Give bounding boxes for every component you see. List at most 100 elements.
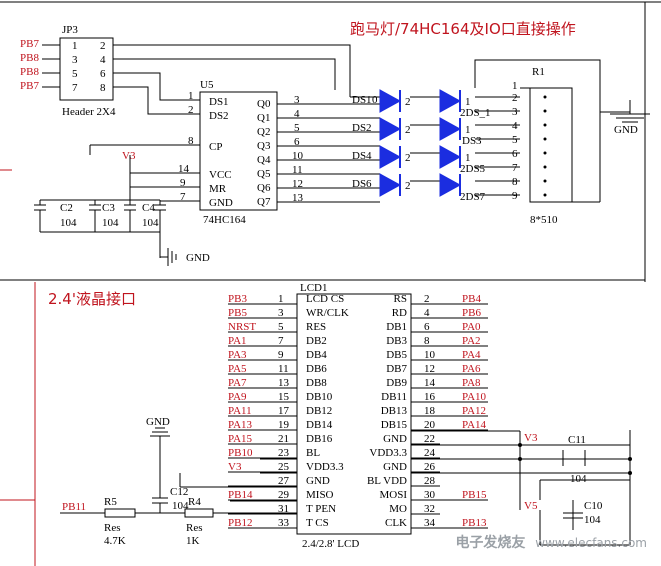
gnd-bottom-label: GND [146,416,170,428]
lcd-right-pin-name: DB11 [381,391,407,403]
u5-out-num: 10 [292,150,303,162]
u5-out-name: Q5 [257,168,271,180]
lcd-left-pin-num: 13 [278,377,289,389]
lcd-right-pin-name: RD [391,307,407,319]
lcd-right-pin-name: GND [383,461,407,473]
led-pin: 2 [405,124,411,136]
jp3-header-body [59,37,114,101]
lcd-right-pin-num: 22 [424,433,435,445]
u5-out-name: Q2 [257,126,271,138]
lcd-right-pin-num: 18 [424,405,435,417]
c11-value: 104 [570,473,587,485]
lcd-left-pin-name: DB12 [306,405,333,417]
r1-pin: 5 [512,134,518,146]
lcd1-name: 2.4/2.8' LCD [302,538,360,550]
u5-ref: U5 [200,79,214,91]
lcd-left-pin-num: 15 [278,391,289,403]
r1-ref: R1 [532,66,545,78]
r5-name: Res [104,522,121,534]
lcd-left-pin-name: RES [306,321,327,333]
lcd-right-pin-name: DB9 [386,377,407,389]
lcd-right-net: PA0 [462,321,481,333]
lcd-left-net: PA9 [228,391,247,403]
v5-label: V5 [524,500,538,512]
jp3-pin-8: 8 [100,82,106,94]
c3-value: 104 [102,217,119,229]
r1-pin: 4 [512,120,518,132]
lcd-left-net: NRST [228,321,257,333]
lcd-left-pin-num: 11 [278,363,289,375]
lcd-left-pin-name: DB16 [306,433,333,445]
lcd-left-pin-num: 31 [278,503,289,515]
u5-pin-num: 1 [188,90,194,102]
led-label: DS2 [352,122,372,134]
u5-pin-num: 14 [178,163,189,175]
lcd-left-pin-num: 19 [278,419,289,431]
lcd-left-net: PA11 [228,405,252,417]
r4-value: 1K [186,535,200,547]
lcd-left-pin-num: 21 [278,433,289,445]
r4-resistor [184,508,214,518]
lcd-left-pin-num: 5 [278,321,284,333]
lcd-left-pin-num: 29 [278,489,289,501]
u5-out-num: 5 [294,122,300,134]
lcd-right-net: PB13 [462,517,487,529]
jp3-pin-3: 3 [72,54,78,66]
lcd-right-pin-num: 16 [424,391,435,403]
u5-out-num: 11 [292,164,303,176]
lcd-right-pin-name: BL VDD [366,475,407,487]
lcd-right-pin-num: 20 [424,419,435,431]
led-pin: 2 [405,96,411,108]
lcd-right-pin-name: DB7 [386,363,407,375]
watermark-url: www.elecfans.com [535,536,647,550]
lcd-left-net: PA3 [228,349,247,361]
lcd-left-net: PA5 [228,363,247,375]
r1-gnd: GND [614,124,638,136]
r4-ref: R4 [188,496,201,508]
lcd-left-pin-num: 1 [278,293,284,305]
lcd-left-pin-num: 17 [278,405,289,417]
u5-out-name: Q3 [257,140,271,152]
lcd-left-pin-name: DB10 [306,391,333,403]
lcd-right-net: PA4 [462,349,481,361]
lcd-left-net: PA13 [228,419,253,431]
lcd-left-pin-num: 23 [278,447,289,459]
lcd-left-pin-name: DB4 [306,349,327,361]
r1-pin: 3 [512,106,518,118]
r1-pin: 9 [512,190,518,202]
lcd-left-pin-num: 9 [278,349,284,361]
jp3-pin-4: 4 [100,54,106,66]
led-label: 0 [372,94,378,106]
lcd-right-net: PA10 [462,391,487,403]
lcd-left-pin-num: 33 [278,517,289,529]
jp3-pin-6: 6 [100,68,106,80]
r5-ref: R5 [104,496,117,508]
lcd-right-net: PB15 [462,489,487,501]
lcd-right-net: PA14 [462,419,487,431]
r1-pin: 1 [512,80,518,92]
jp3-name: Header 2X4 [62,106,116,118]
watermark: 电子发烧友 www.elecfans.com [455,532,647,552]
lcd-right-pin-num: 28 [424,475,435,487]
lcd-left-pin-num: 7 [278,335,284,347]
r1-pin: 2 [512,92,518,104]
r1-value: 8*510 [530,214,558,226]
led-label: 2DS7 [460,191,486,203]
led-label: DS6 [352,178,372,190]
lcd-left-pin-name: LCD CS [306,293,345,305]
lcd-left-pin-name: T CS [306,517,329,529]
lcd1-connector-body [296,293,412,535]
lcd-left-net: V3 [228,461,242,473]
led-label: 2DS5 [460,163,486,175]
led-pin: 2 [405,180,411,192]
lcd-left-net: PB10 [228,447,253,459]
u5-pin-name: GND [209,197,233,209]
lcd-right-pin-num: 12 [424,363,435,375]
watermark-logo: 电子发烧友 [455,535,526,551]
lcd-right-pin-num: 32 [424,503,435,515]
lcd-left-pin-name: DB14 [306,419,333,431]
lcd-right-pin-num: 26 [424,461,435,473]
lcd-left-pin-name: WR/CLK [306,307,349,319]
lcd-left-pin-name: DB8 [306,377,327,389]
